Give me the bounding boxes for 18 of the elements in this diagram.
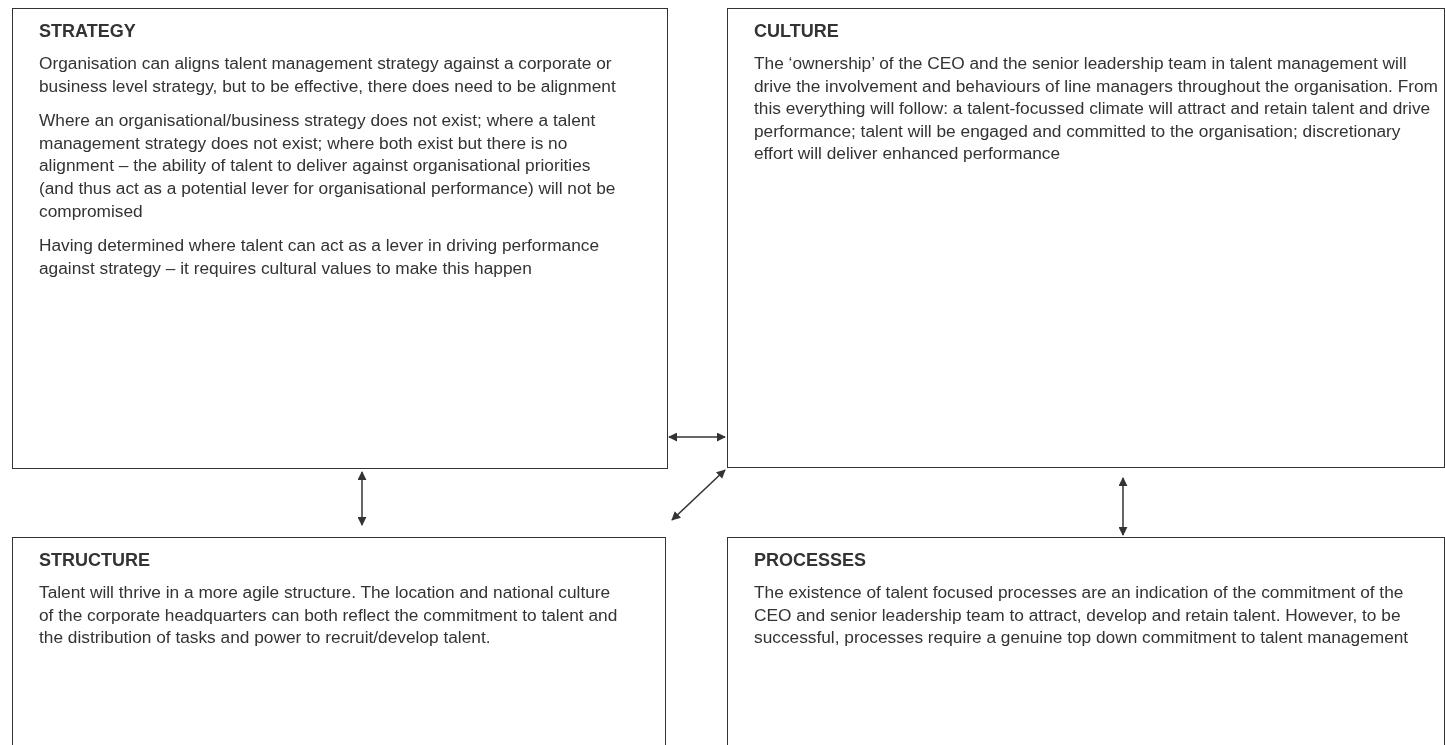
paragraph: The existence of talent focused processes are an indication of the commitment of the CEO and senior leadership team to attract, develop and retain talent. However, to be successful, processes require a genuine top down commitment to talent management xyxy=(754,581,1410,649)
double-arrow xyxy=(671,469,726,521)
paragraph: Where an organisational/business strategy does not exist; where a talent management strategy does not exist; where both exist but there is no alignment – the ability of talent to deliver against organisational priorities (and thus act as a potential lever for organisational performance) will not be compromised xyxy=(39,109,617,223)
double-arrow xyxy=(1118,477,1128,536)
box-heading: STRATEGY xyxy=(39,21,137,42)
text-box xyxy=(727,537,1445,745)
double-arrow xyxy=(357,471,367,526)
text-box xyxy=(12,537,666,745)
text-box xyxy=(12,8,668,469)
text-box xyxy=(727,8,1445,468)
paragraph: Having determined where talent can act as a lever in driving performance against strategy – it requires cultural values to make this happen xyxy=(39,234,600,280)
box-heading: CULTURE xyxy=(754,21,840,42)
box-heading: STRUCTURE xyxy=(39,550,151,571)
box-heading: PROCESSES xyxy=(754,550,868,571)
paragraph: The ‘ownership’ of the CEO and the senior leadership team in talent management will drive the involvement and behaviours of line managers throughout the organisation. From this everything will follow: a talent-focussed climate will attract and retain talent and drive performance; talent will be engaged and committed to the organisation; discretionary effort will deliver enhanced performance xyxy=(754,52,1438,165)
paragraph: Organisation can aligns talent management strategy against a corporate or business level strategy, but to be effective, there does need to be alignment xyxy=(39,52,617,98)
double-arrow xyxy=(668,432,726,442)
paragraph: Talent will thrive in a more agile structure. The location and national culture of the corporate headquarters can both reflect the commitment to talent and the distribution of tasks and power to recruit/develop talent. xyxy=(39,581,619,649)
